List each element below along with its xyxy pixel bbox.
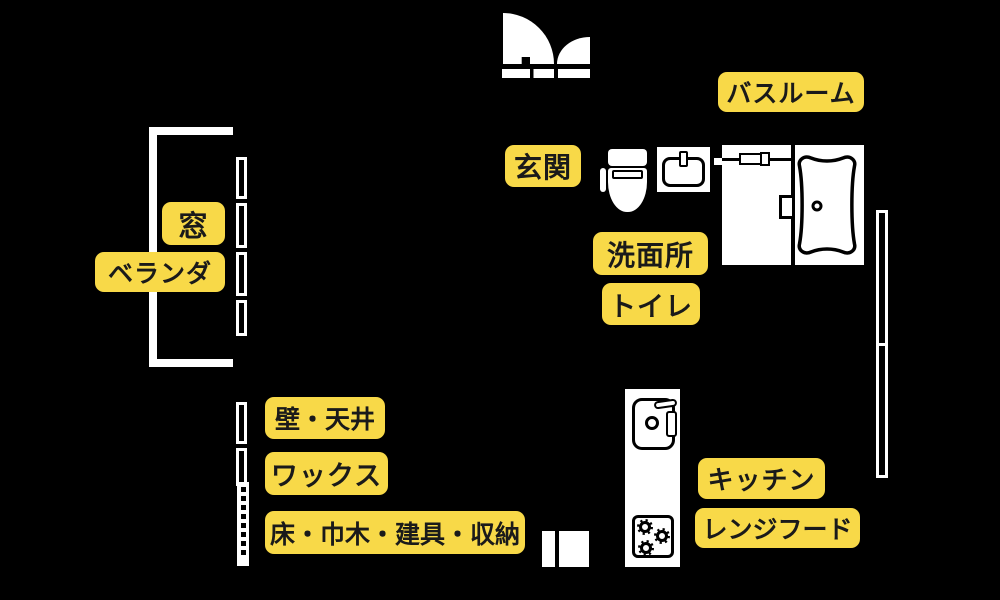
bathtub-icon — [797, 155, 857, 255]
label-bathroom: バスルーム — [718, 72, 864, 112]
label-window: 窓 — [162, 202, 225, 245]
stove-burner-icon — [636, 518, 671, 557]
label-toilet: トイレ — [602, 283, 700, 325]
door-handle-box — [779, 195, 795, 219]
label-veranda: ベランダ — [95, 252, 225, 292]
dashed-partition-icon — [237, 482, 249, 566]
label-wax: ワックス — [265, 452, 388, 495]
wall-stub — [714, 158, 722, 165]
label-range-hood: レンジフード — [695, 508, 860, 548]
entrance-double-door-icon — [502, 13, 590, 78]
label-wall-ceiling: 壁・天井 — [265, 397, 385, 439]
label-entrance: 玄関 — [505, 145, 581, 187]
label-washroom: 洗面所 — [593, 232, 708, 275]
label-floor-baseboard-fittings-storage: 床・巾木・建具・収納 — [265, 511, 525, 554]
stove-burner-icon — [632, 515, 674, 558]
label-kitchen: キッチン — [698, 458, 825, 499]
